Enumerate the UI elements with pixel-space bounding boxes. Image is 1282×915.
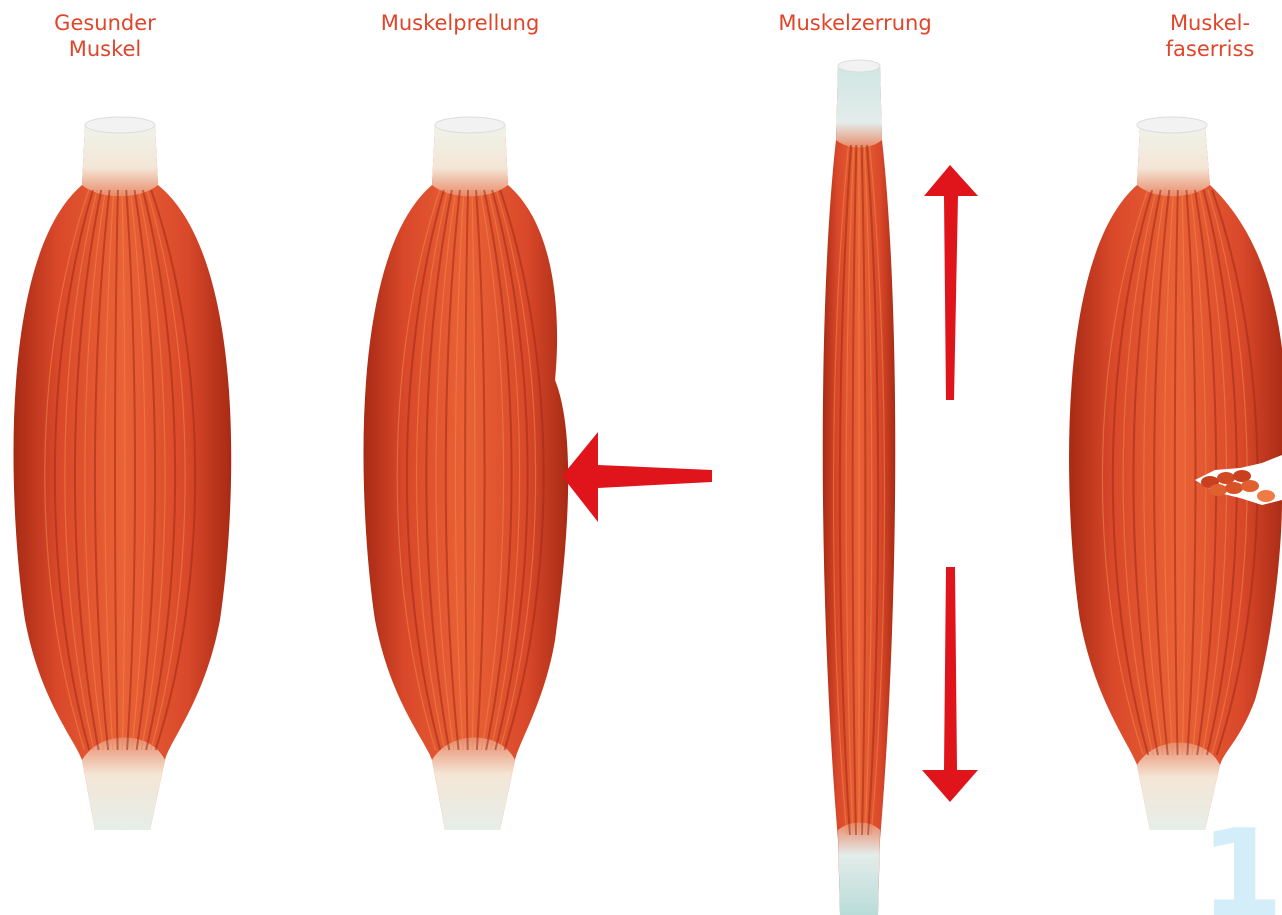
stretch-arrow-up [924, 165, 978, 400]
page-number: 13 [1200, 815, 1282, 915]
strained-muscle [823, 60, 896, 915]
impact-arrow [562, 432, 712, 522]
torn-muscle [1069, 117, 1282, 830]
healthy-muscle [13, 117, 231, 830]
contused-muscle [363, 117, 568, 830]
stretch-arrow-down [922, 567, 978, 802]
